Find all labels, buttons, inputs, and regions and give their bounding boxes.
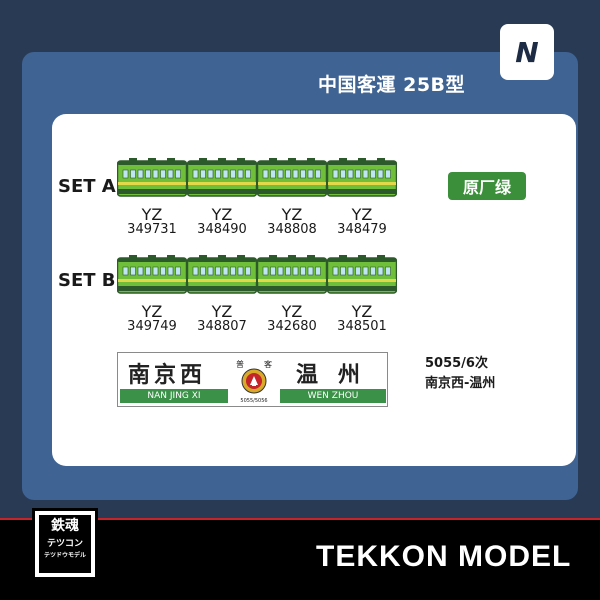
footer-bar [0, 520, 600, 600]
car-serial: 349749 [127, 319, 177, 334]
emblem-top-left: 普 [236, 359, 244, 369]
car-type: YZ [351, 205, 373, 224]
board-origin-en: NAN JING XI [120, 389, 228, 403]
logo-katakana: テツコン [46, 539, 83, 549]
emblem-top-right: 客 [264, 359, 272, 369]
coach-car-icon [187, 255, 257, 294]
route-info: 5055/6次 南京西-温州 [425, 354, 495, 394]
car-type: YZ [351, 302, 373, 321]
car-serial: 349731 [127, 222, 177, 237]
logo-subtitle: テツドウモデル [43, 552, 86, 559]
brand-name: TEKKON MODEL [316, 540, 572, 573]
emblem-number: 5055/5056 [240, 398, 267, 404]
route-text: 南京西-温州 [425, 376, 496, 391]
coach-car-icon [117, 158, 187, 197]
coach-car-icon [327, 255, 397, 294]
car-serial: 348808 [267, 222, 317, 237]
set-b-label: SET B [58, 270, 116, 291]
logo-kanji: 鉄魂 [51, 518, 79, 534]
scale-badge: N [500, 24, 554, 80]
destination-board: 南京西 温州 NAN JING XI WEN ZHOU 普 客 5055/505… [117, 352, 388, 407]
car-serial: 348490 [197, 222, 247, 237]
coach-car-icon [257, 255, 327, 294]
coach-car-icon [327, 158, 397, 197]
car-type: YZ [281, 205, 303, 224]
car-type: YZ [141, 205, 163, 224]
set-a-label: SET A [58, 176, 116, 197]
car-type: YZ [141, 302, 163, 321]
page-title: 中国客運 25B型 [318, 74, 466, 96]
board-destination-en: WEN ZHOU [280, 389, 386, 403]
board-origin-cn: 南京西 [128, 362, 207, 388]
car-serial: 348807 [197, 319, 247, 334]
tekkon-logo: 鉄魂 テツコン テツドウモデル [32, 508, 98, 580]
livery-badge: 原厂绿 [448, 172, 526, 200]
coach-car-icon [117, 255, 187, 294]
car-serial: 342680 [267, 319, 317, 334]
car-type: YZ [281, 302, 303, 321]
car-type: YZ [211, 302, 233, 321]
coach-car-icon [187, 158, 257, 197]
car-type: YZ [211, 205, 233, 224]
train-number: 5055/6次 [425, 356, 488, 371]
coach-car-icon [257, 158, 327, 197]
railway-emblem-icon: 普 客 5055/5056 [236, 359, 272, 404]
board-destination-cn: 温州 [296, 362, 381, 388]
car-serial: 348501 [337, 319, 387, 334]
car-serial: 348479 [337, 222, 387, 237]
